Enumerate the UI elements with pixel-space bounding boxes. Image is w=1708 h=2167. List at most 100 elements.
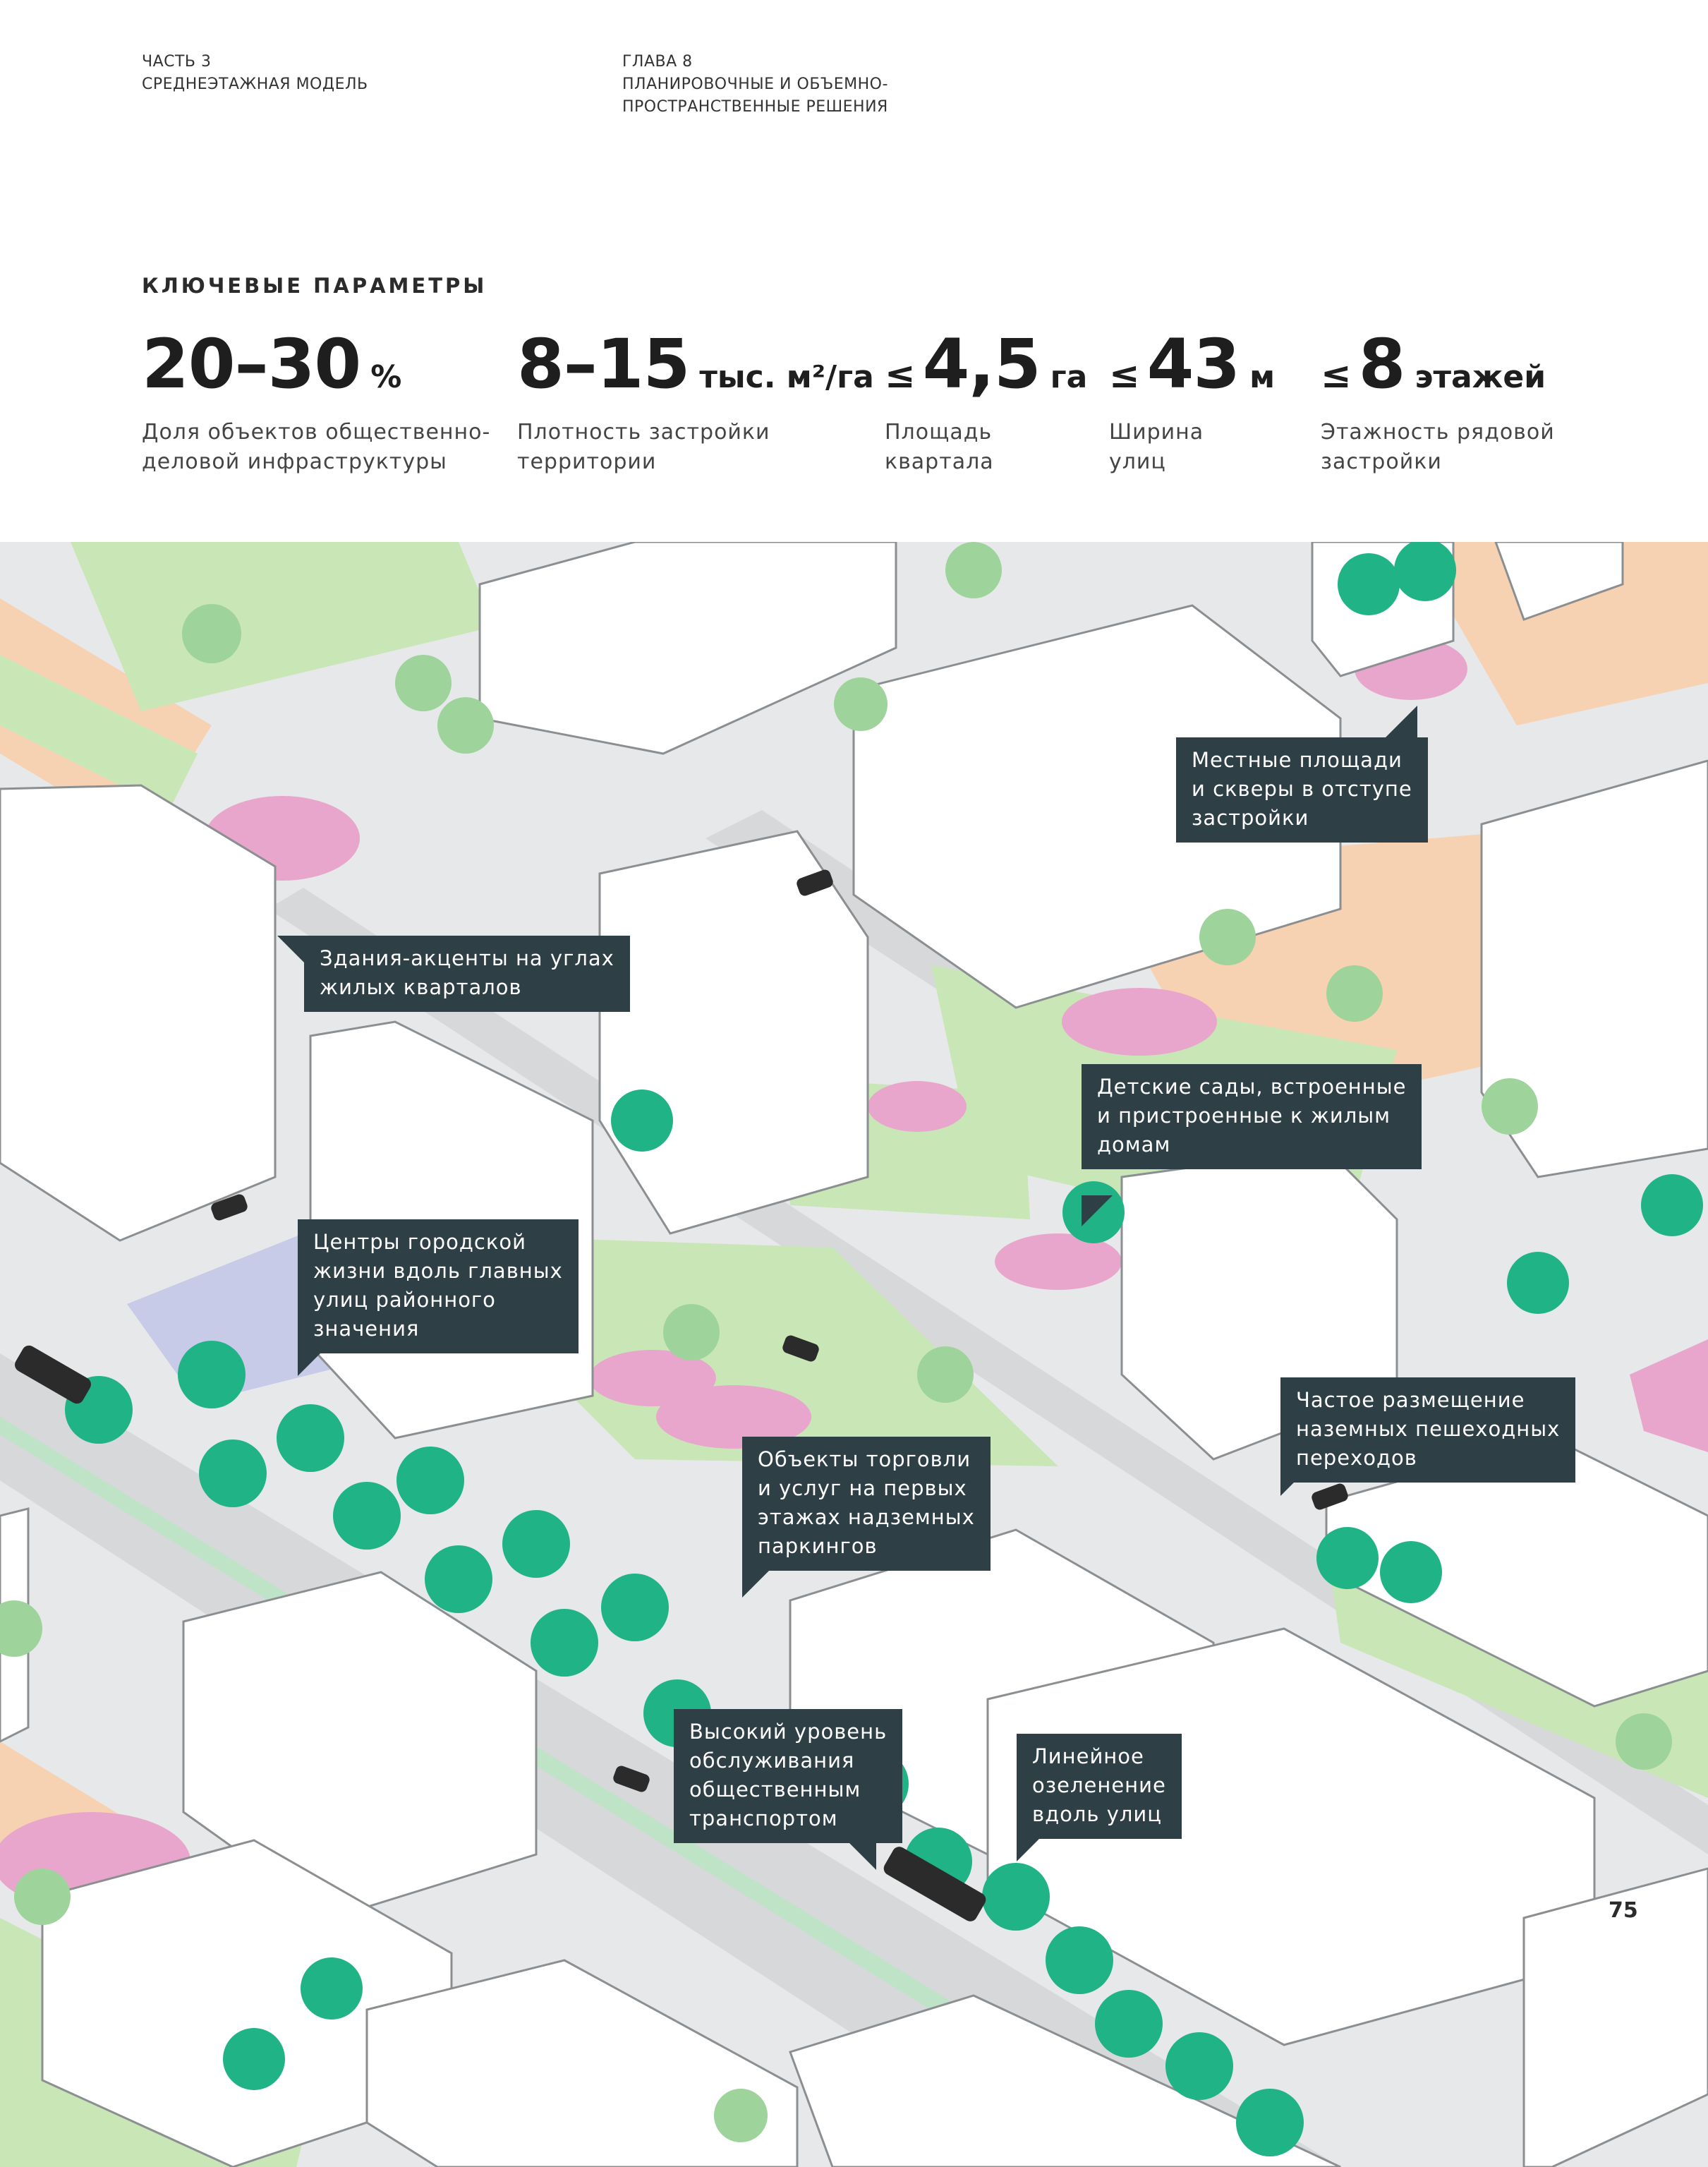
tree bbox=[1641, 1174, 1703, 1236]
tree bbox=[182, 604, 241, 663]
metric-description: Этажность рядовой bbox=[1321, 420, 1555, 445]
isometric-district-illustration: Местные площади и скверы в отступе застр… bbox=[0, 542, 1708, 2167]
metric-value: 8–15 bbox=[517, 325, 690, 404]
tram bbox=[883, 1847, 986, 1921]
callout-line: общественным bbox=[689, 1777, 861, 1801]
tree bbox=[945, 542, 1002, 598]
tree bbox=[834, 677, 888, 731]
tree bbox=[199, 1439, 267, 1507]
metric-public-share: 20–30% Доля объектов общественно-деловой… bbox=[142, 325, 490, 477]
building bbox=[1494, 542, 1624, 621]
tree bbox=[982, 1863, 1050, 1931]
tree bbox=[0, 1600, 42, 1657]
callout-line: этажах надземных bbox=[758, 1505, 975, 1529]
kindergarten-playground bbox=[868, 1081, 967, 1132]
metric-description: Площадь bbox=[885, 420, 993, 445]
car bbox=[613, 1765, 650, 1792]
metric-unit: тыс. м²/га bbox=[699, 359, 874, 395]
sports-court bbox=[1630, 1339, 1708, 1452]
car bbox=[797, 869, 833, 896]
callout-line: Центры городской bbox=[313, 1230, 526, 1254]
metric-value: 4,5 bbox=[922, 325, 1041, 404]
callout-line: жилых кварталов bbox=[320, 975, 522, 999]
callout-local-squares: Местные площади и скверы в отступе застр… bbox=[1176, 737, 1428, 843]
callout-line: Объекты торговли bbox=[758, 1447, 971, 1471]
callout-line: транспортом bbox=[689, 1806, 838, 1830]
callout-line: домам bbox=[1097, 1133, 1171, 1157]
tree bbox=[611, 1089, 673, 1152]
callout-pointer bbox=[742, 1567, 773, 1598]
callout-line: застройки bbox=[1192, 806, 1309, 830]
tree bbox=[223, 2028, 285, 2090]
callout-accent-buildings: Здания-акценты на углах жилых кварталов bbox=[304, 936, 630, 1012]
callout-line: Линейное bbox=[1032, 1744, 1144, 1768]
callout-city-life-centers: Центры городской жизни вдоль главных ули… bbox=[298, 1219, 579, 1353]
part-number: ЧАСТЬ 3 bbox=[142, 53, 212, 71]
building bbox=[182, 1571, 538, 1919]
playground bbox=[995, 1233, 1122, 1290]
metric-unit: % bbox=[370, 359, 402, 395]
callout-linear-greenery: Линейное озеленение вдоль улиц bbox=[1017, 1734, 1182, 1839]
tree bbox=[14, 1869, 71, 1925]
tree bbox=[437, 697, 494, 754]
building bbox=[852, 604, 1342, 1009]
tree bbox=[1616, 1713, 1672, 1770]
tree bbox=[1199, 909, 1256, 965]
tree bbox=[1326, 965, 1383, 1022]
callout-pointer bbox=[277, 936, 305, 964]
illustration-canvas bbox=[0, 542, 1708, 2167]
chapter-title-line-1: ПЛАНИРОВОЧНЫЕ И ОБЪЕМНО- bbox=[622, 76, 888, 93]
metric-prefix: ≤ bbox=[1109, 354, 1140, 397]
callout-line: и скверы в отступе bbox=[1192, 777, 1412, 801]
callout-line: паркингов bbox=[758, 1534, 878, 1558]
playground bbox=[656, 1385, 811, 1449]
tree bbox=[714, 2089, 768, 2142]
callout-pointer bbox=[1017, 1833, 1045, 1861]
building bbox=[1480, 759, 1708, 1178]
tree bbox=[1316, 1527, 1379, 1589]
callout-kindergartens: Детские сады, встроенные и пристроенные … bbox=[1082, 1064, 1422, 1169]
tree bbox=[1507, 1252, 1569, 1314]
tree bbox=[531, 1609, 598, 1677]
metric-prefix: ≤ bbox=[885, 354, 916, 397]
tree bbox=[333, 1482, 401, 1550]
tree bbox=[502, 1510, 570, 1578]
callout-line: Частое размещение bbox=[1296, 1388, 1525, 1412]
main-avenue bbox=[0, 1353, 1340, 2167]
courtyard-lawn bbox=[0, 655, 198, 810]
callout-retail-parking: Объекты торговли и услуг на первых этажа… bbox=[742, 1437, 991, 1571]
callout-line: озеленение bbox=[1032, 1773, 1166, 1797]
section-title: КЛЮЧЕВЫЕ ПАРАМЕТРЫ bbox=[142, 274, 487, 298]
metric-description: застройки bbox=[1321, 449, 1442, 474]
callout-line: Местные площади bbox=[1192, 748, 1403, 772]
metric-value: 20–30 bbox=[142, 325, 361, 404]
tree bbox=[1236, 2089, 1304, 2156]
callout-line: Детские сады, встроенные bbox=[1097, 1075, 1407, 1099]
callout-pointer bbox=[845, 1839, 876, 1870]
callout-pointer bbox=[1280, 1466, 1310, 1496]
callout-pointer bbox=[298, 1348, 326, 1376]
metric-unit: этажей bbox=[1415, 359, 1546, 395]
building bbox=[0, 784, 277, 1242]
metric-unit: м bbox=[1249, 359, 1276, 395]
metric-description: Ширина bbox=[1109, 420, 1204, 445]
metric-description: деловой инфраструктуры bbox=[142, 449, 447, 474]
metric-description: квартала bbox=[885, 449, 994, 474]
callout-line: улиц районного bbox=[313, 1288, 496, 1312]
callout-line: переходов bbox=[1296, 1446, 1417, 1470]
metric-prefix: ≤ bbox=[1321, 354, 1352, 397]
callout-line: Здания-акценты на углах bbox=[320, 946, 614, 970]
running-header-chapter: ГЛАВА 8 ПЛАНИРОВОЧНЫЕ И ОБЪЕМНО- ПРОСТРА… bbox=[622, 51, 888, 119]
tree bbox=[1165, 2032, 1233, 2100]
tree bbox=[601, 1574, 669, 1641]
callout-line: Высокий уровень bbox=[689, 1720, 888, 1744]
callout-line: вдоль улиц bbox=[1032, 1802, 1163, 1826]
car bbox=[211, 1194, 248, 1221]
tree bbox=[663, 1304, 720, 1360]
running-header-part: ЧАСТЬ 3 СРЕДНЕЭТАЖНАЯ МОДЕЛЬ bbox=[142, 51, 368, 96]
playground bbox=[589, 1350, 716, 1406]
tree bbox=[917, 1346, 974, 1403]
part-title: СРЕДНЕЭТАЖНАЯ МОДЕЛЬ bbox=[142, 76, 368, 93]
